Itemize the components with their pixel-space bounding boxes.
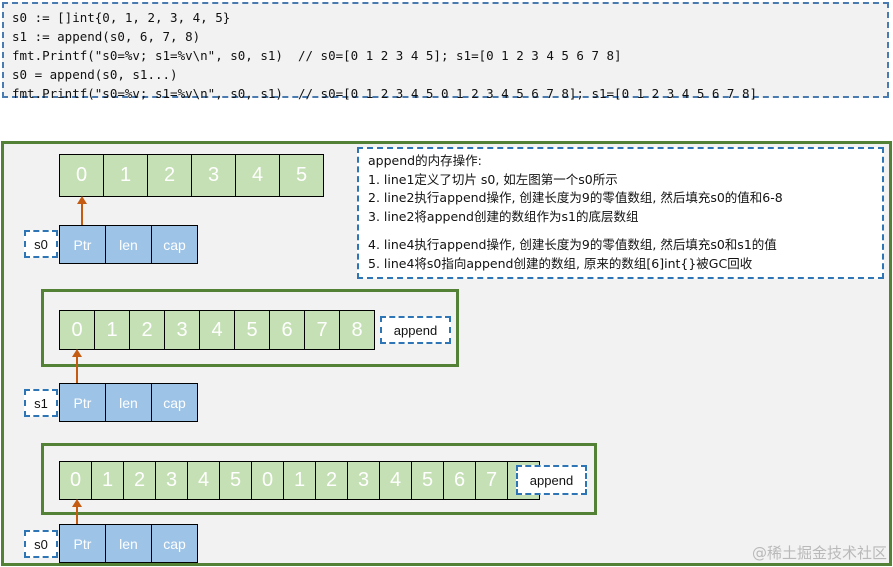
pointer-arrow: [76, 356, 78, 383]
array-cell: 7: [475, 461, 508, 500]
code-line-5: fmt.Printf("s0=%v; s1=%v\n", s0, s1) // …: [12, 86, 758, 101]
append-tag: append: [516, 465, 587, 495]
append-frame-s1: [41, 289, 459, 367]
array-cell: 1: [283, 461, 316, 500]
array-s0-original: 0 1 2 3 4 5: [59, 154, 324, 197]
header-cap: cap: [151, 225, 198, 264]
array-cell: 1: [103, 154, 148, 197]
slice-header-s0: Ptr len cap: [59, 225, 198, 264]
header-cap: cap: [151, 383, 198, 422]
header-len: len: [105, 383, 152, 422]
array-cell: 3: [164, 310, 200, 350]
array-cell: 3: [191, 154, 236, 197]
array-cell: 1: [94, 310, 130, 350]
array-cell: 3: [347, 461, 380, 500]
array-cell: 6: [443, 461, 476, 500]
code-block: s0 := []int{0, 1, 2, 3, 4, 5} s1 := appe…: [2, 2, 889, 101]
code-line-2: s1 := append(s0, 6, 7, 8): [12, 29, 201, 44]
header-cap: cap: [151, 524, 198, 563]
array-cell: 5: [411, 461, 444, 500]
code-line-1: s0 := []int{0, 1, 2, 3, 4, 5}: [12, 10, 231, 25]
header-ptr: Ptr: [59, 383, 106, 422]
array-cell: 1: [91, 461, 124, 500]
array-cell: 4: [199, 310, 235, 350]
array-s0-new: 0 1 2 3 4 5 0 1 2 3 4 5 6 7 8: [59, 461, 540, 500]
notes-box: append的内存操作: 1. line1定义了切片 s0, 如左图第一个s0所…: [357, 147, 884, 279]
note-item: 3. line2将append创建的数组作为s1的底层数组: [368, 208, 639, 224]
array-cell: 0: [59, 461, 92, 500]
array-cell: 0: [251, 461, 284, 500]
pointer-arrow: [76, 506, 78, 525]
pointer-arrow-head: [77, 196, 87, 204]
note-item: 2. line2执行append操作, 创建长度为9的零值数组, 然后填充s0的…: [368, 190, 783, 206]
pointer-arrow-head: [72, 499, 82, 507]
array-cell: 0: [59, 310, 95, 350]
array-s1: 0 1 2 3 4 5 6 7 8: [59, 310, 375, 350]
slice-label-s1: s1: [24, 389, 58, 417]
header-len: len: [105, 225, 152, 264]
array-cell: 5: [219, 461, 252, 500]
note-item: 5. line4将s0指向append创建的数组, 原来的数组[6]int{}被…: [368, 255, 753, 271]
header-len: len: [105, 524, 152, 563]
array-cell: 7: [304, 310, 340, 350]
note-item: 4. line4执行append操作, 创建长度为9的零值数组, 然后填充s0和…: [368, 237, 777, 253]
code-line-3: fmt.Printf("s0=%v; s1=%v\n", s0, s1) // …: [12, 48, 622, 63]
array-cell: 2: [147, 154, 192, 197]
slice-label-s0: s0: [24, 230, 58, 258]
header-ptr: Ptr: [59, 225, 106, 264]
slice-label-s0-new: s0: [24, 530, 58, 558]
array-cell: 2: [123, 461, 156, 500]
array-cell: 4: [235, 154, 280, 197]
array-cell: 5: [234, 310, 270, 350]
watermark: @稀土掘金技术社区: [751, 544, 887, 562]
array-cell: 2: [129, 310, 165, 350]
pointer-arrow: [81, 203, 83, 226]
array-cell: 2: [315, 461, 348, 500]
notes-title: append的内存操作:: [368, 153, 482, 168]
header-ptr: Ptr: [59, 524, 106, 563]
append-frame-s0: [41, 443, 597, 515]
array-cell: 8: [339, 310, 375, 350]
array-cell: 0: [59, 154, 104, 197]
note-item: 1. line1定义了切片 s0, 如左图第一个s0所示: [368, 171, 618, 187]
array-cell: 3: [155, 461, 188, 500]
slice-header-s0-new: Ptr len cap: [59, 524, 198, 563]
array-cell: 5: [279, 154, 324, 197]
array-cell: 6: [269, 310, 305, 350]
array-cell: 4: [379, 461, 412, 500]
slice-header-s1: Ptr len cap: [59, 383, 198, 422]
append-tag: append: [380, 316, 451, 344]
pointer-arrow-head: [72, 349, 82, 357]
code-line-4: s0 = append(s0, s1...): [12, 67, 178, 82]
array-cell: 4: [187, 461, 220, 500]
